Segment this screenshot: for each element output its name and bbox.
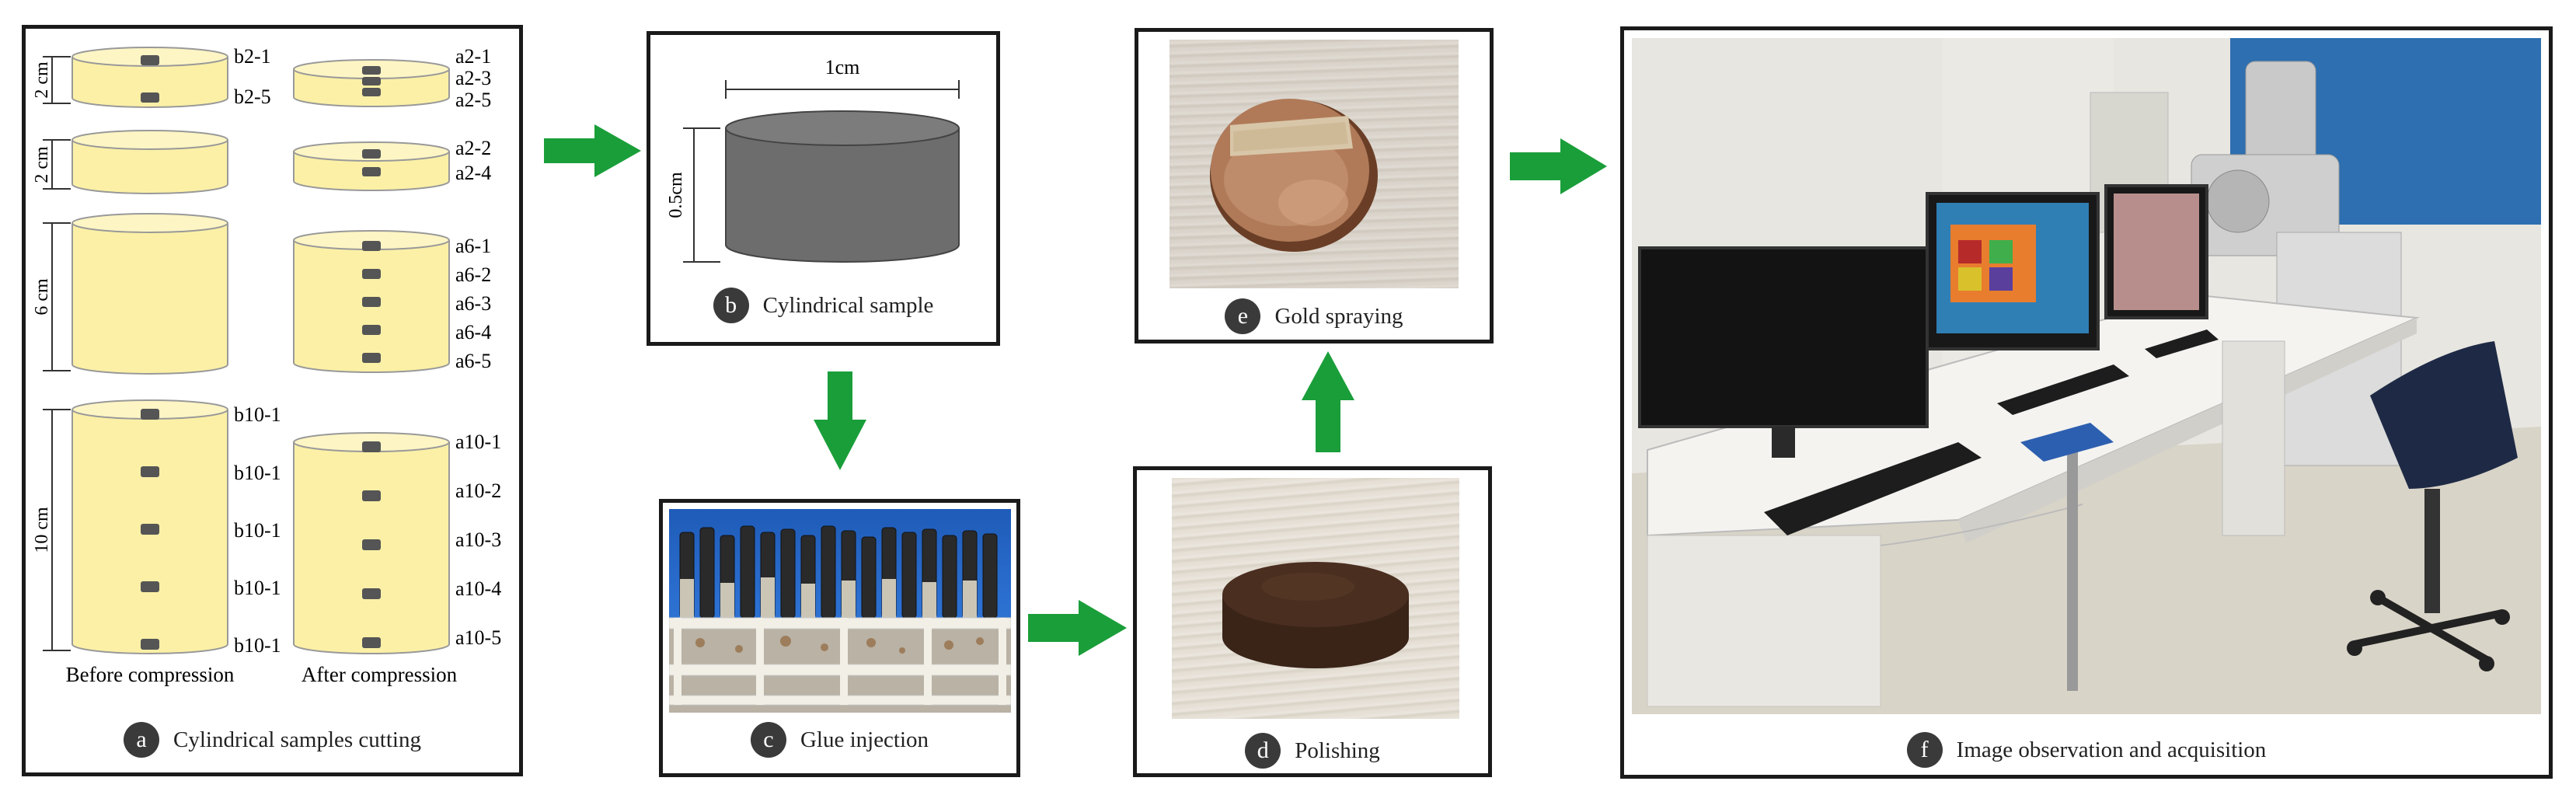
- caption-text-b: Cylindrical sample: [762, 292, 934, 318]
- label-b10-1: b10-1: [234, 634, 281, 657]
- glue-injection-photo: [669, 509, 1011, 713]
- sample-plug: [141, 581, 159, 592]
- cylinder-b6: [71, 213, 228, 375]
- cylinder-b2-second: [71, 130, 228, 194]
- caption-text-a: Cylindrical samples cutting: [173, 727, 421, 752]
- width-label: 1cm: [825, 56, 860, 78]
- sample-plug: [362, 637, 381, 648]
- panel-f-image-observation: f Image observation and acquisition: [1620, 26, 2553, 779]
- dim-label-10cm: 10 cm: [32, 507, 52, 553]
- sample-plug: [362, 77, 381, 85]
- cylinder-top: [725, 110, 960, 146]
- label-a2-4: a2-4: [455, 162, 491, 184]
- sample-dimension-diagram: 1cm 0.5cm: [666, 56, 960, 263]
- cylinder-a2: [293, 59, 450, 107]
- sample-plug: [362, 490, 381, 501]
- label-b2-5: b2-5: [234, 85, 271, 108]
- label-b10-1: b10-1: [234, 403, 281, 426]
- label-a10-1: a10-1: [455, 431, 501, 453]
- gold-spraying-photo: [1169, 40, 1459, 288]
- panel-b-cylindrical-sample: 1cm 0.5cm b Cylindrical sample: [647, 31, 1000, 346]
- cylinder-a2-second: [293, 141, 450, 191]
- sample-plug: [362, 353, 381, 363]
- label-a2-5: a2-5: [455, 89, 491, 111]
- polishing-photo: [1172, 478, 1459, 719]
- caption-text-f: Image observation and acquisition: [1956, 737, 2267, 762]
- panel-d-polishing: d Polishing: [1133, 466, 1492, 777]
- badge-f: f: [1906, 732, 1943, 768]
- panel-e-gold-spraying: e Gold spraying: [1135, 28, 1494, 343]
- cylinder-body: [725, 128, 960, 263]
- caption-c: c Glue injection: [663, 722, 1016, 758]
- sample-plug: [362, 66, 381, 75]
- label-a2-1: a2-1: [455, 45, 491, 68]
- cylinder-a6: [293, 230, 450, 373]
- label-b10-1: b10-1: [234, 519, 281, 542]
- label-b10-1: b10-1: [234, 577, 281, 599]
- label-a6-4: a6-4: [455, 321, 491, 343]
- dim-label-2cm: 2 cm: [32, 146, 52, 183]
- sample-plug: [362, 297, 381, 307]
- badge-e: e: [1225, 298, 1261, 334]
- sample-plug: [362, 149, 381, 159]
- label-a10-5: a10-5: [455, 626, 501, 649]
- caption-text-e: Gold spraying: [1274, 303, 1403, 329]
- sample-plug: [141, 524, 159, 535]
- cylinder-a10: [293, 432, 450, 654]
- sample-plug: [362, 269, 381, 279]
- sample-plug: [141, 466, 159, 477]
- label-a2-2: a2-2: [455, 137, 491, 159]
- label-a6-1: a6-1: [455, 235, 491, 257]
- caption-e: e Gold spraying: [1138, 298, 1490, 334]
- arrow-b-to-c: [814, 371, 866, 470]
- label-a6-3: a6-3: [455, 292, 491, 315]
- arrow-e-to-f: [1510, 138, 1607, 194]
- after-compression-label: After compression: [302, 663, 458, 686]
- before-compression-label: Before compression: [66, 663, 235, 686]
- label-a2-3: a2-3: [455, 67, 491, 89]
- label-b10-1: b10-1: [234, 462, 281, 484]
- sample-plug: [141, 55, 159, 65]
- badge-c: c: [750, 722, 786, 758]
- dim-label-2cm: 2 cm: [32, 61, 52, 99]
- badge-d: d: [1245, 733, 1281, 769]
- height-label: 0.5cm: [666, 172, 686, 218]
- caption-b: b Cylindrical sample: [650, 288, 996, 323]
- sample-plug: [362, 88, 381, 96]
- label-b2-1: b2-1: [234, 45, 271, 68]
- caption-text-d: Polishing: [1295, 737, 1380, 763]
- panel-c-glue-injection: c Glue injection: [659, 499, 1020, 777]
- sample-plug: [362, 441, 381, 452]
- arrow-a-to-b: [544, 124, 641, 177]
- sample-plug: [141, 409, 159, 420]
- cylinder-cutting-diagram: 2 cm b2-1 b2-5 a2-1 a2-3 a2-5 2 cm a2-2: [32, 45, 501, 686]
- lab-workstation-photo: [1632, 38, 2541, 714]
- dim-label-6cm: 6 cm: [32, 278, 52, 316]
- sample-plug: [362, 325, 381, 335]
- label-a6-2: a6-2: [455, 263, 491, 286]
- label-a10-3: a10-3: [455, 528, 501, 551]
- sample-plug: [141, 92, 159, 103]
- sample-plug: [362, 241, 381, 251]
- cylinder-b10: [71, 399, 228, 654]
- sample-plug: [362, 167, 381, 176]
- arrow-c-to-d: [1028, 600, 1127, 656]
- arrow-d-to-e: [1302, 351, 1354, 452]
- sample-plug: [362, 588, 381, 599]
- sample-plug: [362, 539, 381, 550]
- badge-b: b: [713, 288, 749, 323]
- caption-a: a Cylindrical samples cutting: [26, 722, 519, 758]
- sample-plug: [141, 639, 159, 650]
- label-a6-5: a6-5: [455, 350, 491, 372]
- label-a10-4: a10-4: [455, 577, 501, 600]
- caption-f: f Image observation and acquisition: [1624, 732, 2549, 768]
- caption-text-c: Glue injection: [800, 727, 929, 752]
- cylinder-b2: [71, 47, 228, 108]
- panel-a-cylindrical-samples-cutting: 2 cm b2-1 b2-5 a2-1 a2-3 a2-5 2 cm a2-2: [22, 25, 523, 776]
- badge-a: a: [124, 722, 160, 758]
- caption-d: d Polishing: [1137, 733, 1488, 769]
- label-a10-2: a10-2: [455, 479, 501, 502]
